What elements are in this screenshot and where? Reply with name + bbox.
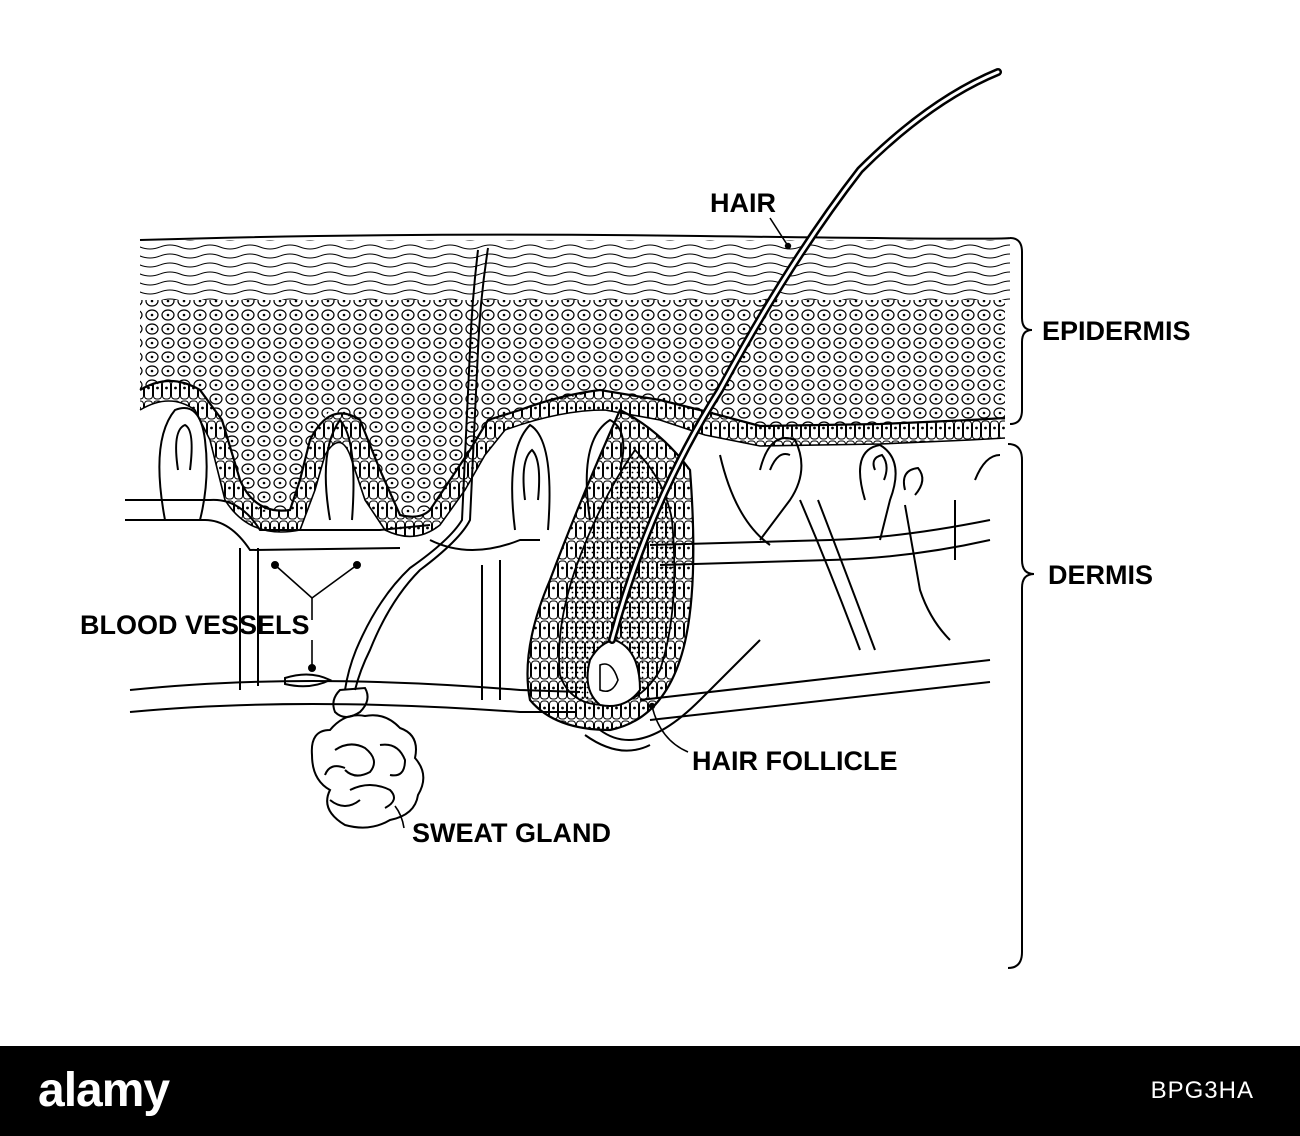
watermark-image-code: BPG3HA [1150, 1077, 1254, 1104]
hair-shaft [608, 68, 1002, 644]
label-sweat-gland: SWEAT GLAND [412, 818, 611, 848]
dermis-bracket [1007, 443, 1035, 969]
label-hair: HAIR [710, 188, 776, 218]
basal-columns [140, 381, 1005, 537]
blood-vessels-leaders [270, 560, 361, 672]
sweat-gland-leader [394, 805, 405, 829]
watermark-logo: alamy [38, 1064, 170, 1117]
sweat-gland [310, 247, 489, 829]
stratum-corneum [139, 233, 1011, 300]
watermark-bar: alamy BPG3HA [0, 1046, 1300, 1136]
label-blood-vessels: BLOOD VESSELS [80, 610, 310, 640]
label-epidermis: EPIDERMIS [1042, 316, 1191, 346]
label-hair-follicle: HAIR FOLLICLE [692, 746, 897, 776]
label-dermis: DERMIS [1048, 560, 1153, 590]
hair-leader [769, 217, 792, 250]
epidermis-cells [139, 300, 1006, 538]
hair-follicle [526, 408, 695, 752]
epidermis-bracket [1009, 237, 1033, 425]
hair-follicle-leader [648, 702, 689, 753]
blood-vessels [125, 454, 991, 741]
skin-cross-section-diagram: HAIR EPIDERMIS DERMIS BLOOD VESSELS HAIR… [80, 68, 1191, 969]
